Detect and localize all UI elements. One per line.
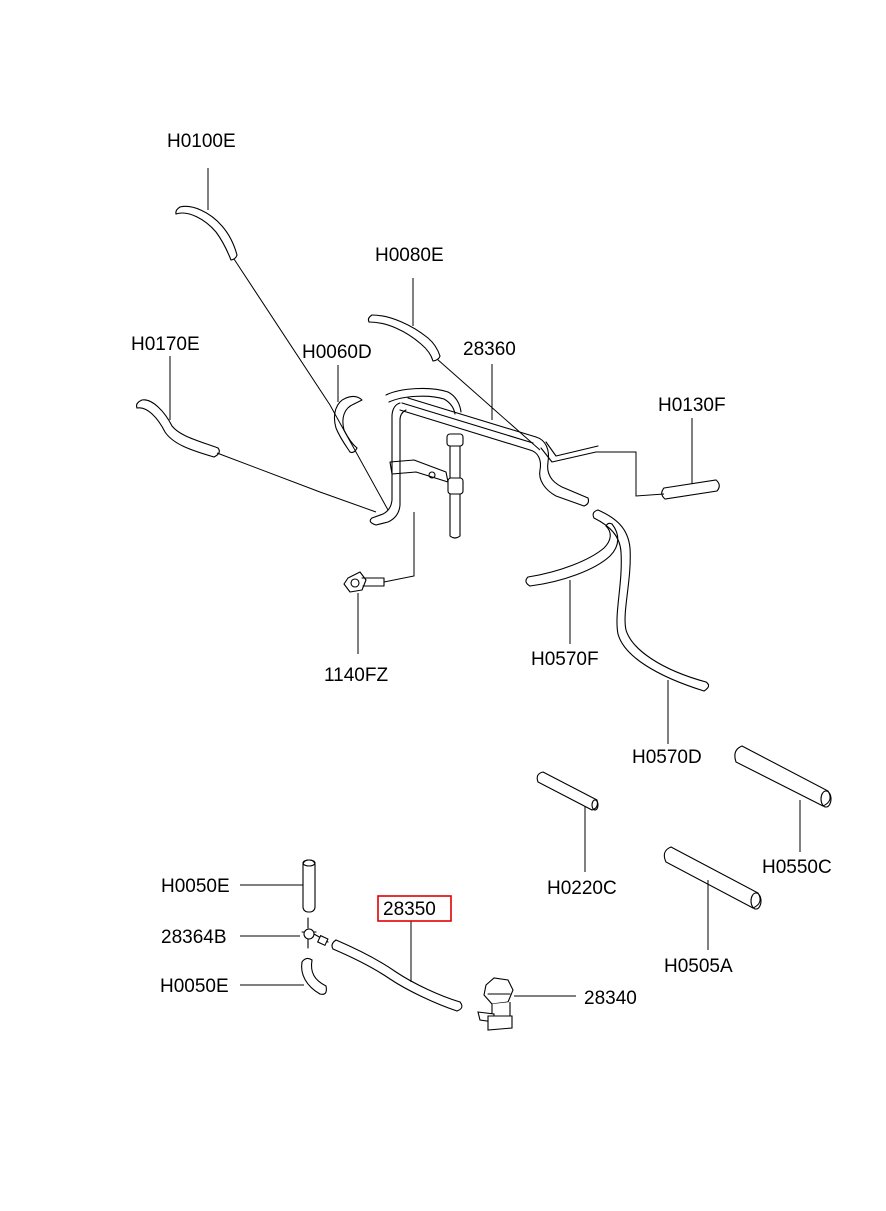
hose-h0220c — [536, 771, 599, 872]
label-h0550c: H0550C — [762, 857, 832, 878]
hose-h0550c — [734, 745, 832, 852]
label-h0050e-top: H0050E — [161, 876, 230, 897]
label-28350[interactable]: 28350 — [383, 899, 436, 920]
label-h0100e: H0100E — [167, 131, 236, 152]
hose-h0060d — [333, 365, 363, 454]
highlight-box-28350 — [377, 895, 452, 922]
hose-h0050e-top — [240, 859, 316, 913]
label-h0060d: H0060D — [302, 342, 372, 363]
assembly-line-h0170e — [216, 452, 377, 513]
label-h0080e: H0080E — [375, 245, 444, 266]
bolt-1140fz — [343, 512, 415, 654]
hose-h0080e — [367, 278, 441, 362]
label-h0220c: H0220C — [547, 878, 617, 899]
label-h0505a: H0505A — [664, 956, 733, 977]
label-h0170e: H0170E — [131, 334, 200, 355]
label-h0050e-bottom: H0050E — [160, 976, 229, 997]
hose-h0505a — [663, 846, 762, 950]
label-28364b: 28364B — [161, 927, 227, 948]
assembly-line-h0080e — [436, 358, 541, 451]
connector-28364b — [240, 917, 329, 949]
pipe-assembly-28360 — [369, 364, 599, 539]
label-1140fz: 1140FZ — [324, 665, 388, 686]
hose-h0570d — [592, 509, 710, 744]
assembly-line-h0130f — [596, 451, 665, 497]
label-h0130f: H0130F — [658, 395, 726, 416]
hose-28350[interactable] — [331, 921, 463, 1012]
label-h0570d: H0570D — [632, 747, 702, 768]
hose-h0570f — [525, 522, 619, 644]
hose-h0170e — [136, 356, 220, 458]
label-28340: 28340 — [584, 988, 637, 1009]
label-28360: 28360 — [463, 339, 516, 360]
hose-h0100e — [175, 168, 238, 261]
hose-h0130f — [661, 418, 720, 500]
assembly-line-h0100e — [233, 258, 389, 511]
label-h0570f: H0570F — [531, 649, 599, 670]
valve-28340 — [477, 977, 576, 1031]
hose-h0050e-bottom — [240, 957, 327, 995]
